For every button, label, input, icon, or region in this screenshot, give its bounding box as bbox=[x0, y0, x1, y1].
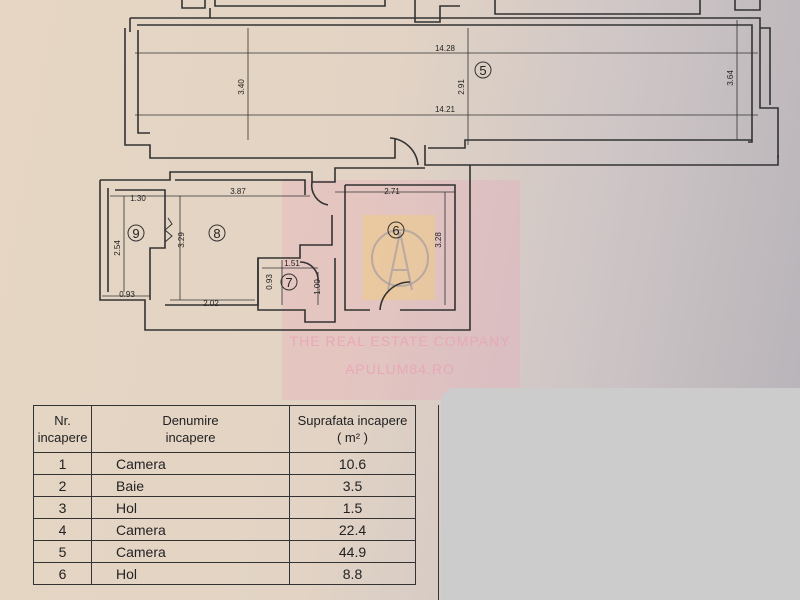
cell-area: 44.9 bbox=[289, 540, 416, 563]
cell-area: 1.5 bbox=[289, 496, 416, 519]
redaction-overlay bbox=[441, 388, 800, 600]
header-area-line1: Suprafata incapere bbox=[297, 413, 408, 428]
dim-label: 14.21 bbox=[435, 105, 456, 114]
floor-plan: THE REAL ESTATE COMPANY APULUM84.RO bbox=[99, 0, 779, 400]
dim-label: 1.00 bbox=[313, 279, 322, 295]
middle-outer-wall bbox=[99, 165, 471, 331]
radiator-symbol bbox=[164, 217, 173, 243]
room-markers: 5 6 7 8 9 bbox=[127, 61, 492, 291]
cell-name: Camera bbox=[91, 518, 290, 541]
dim-label: 1.30 bbox=[130, 194, 146, 203]
header-area: Suprafata incapere ( m² ) bbox=[289, 405, 416, 453]
header-area-line2: ( m² ) bbox=[336, 430, 369, 445]
room-legend-table: Nr. incapere Denumire incapere Suprafata… bbox=[33, 405, 416, 585]
top-wall-left bbox=[181, 0, 206, 9]
room-circle-8 bbox=[208, 224, 226, 242]
dimension-labels: 14.28 14.21 3.40 2.91 3.64 1.30 3.87 2.7… bbox=[113, 44, 735, 308]
cell-name: Camera bbox=[91, 540, 290, 563]
room-number-6: 6 bbox=[392, 223, 399, 238]
door-swing-6 bbox=[379, 281, 411, 311]
room-number-9: 9 bbox=[132, 226, 139, 241]
dim-label: 2.54 bbox=[113, 240, 122, 256]
dim-label: 3.40 bbox=[237, 79, 246, 95]
table-row: 2 Baie 3.5 bbox=[33, 474, 416, 497]
room6-walls bbox=[345, 184, 456, 311]
dim-label: 1.51 bbox=[284, 259, 300, 268]
room-circle-9 bbox=[127, 224, 145, 242]
dim-label: 2.71 bbox=[384, 187, 400, 196]
watermark-logo-a-icon bbox=[387, 231, 413, 291]
legend-header-row: Nr. incapere Denumire incapere Suprafata… bbox=[33, 405, 416, 453]
second-table-edge bbox=[438, 405, 445, 600]
header-nr-line1: Nr. bbox=[54, 413, 71, 428]
table-row: 1 Camera 10.6 bbox=[33, 452, 416, 475]
walls bbox=[99, 0, 779, 331]
room-circle-5 bbox=[474, 61, 492, 79]
door-swing-5 bbox=[389, 137, 419, 166]
dim-label: 3.28 bbox=[434, 232, 443, 248]
cell-name: Hol bbox=[91, 562, 290, 585]
cell-name: Baie bbox=[91, 474, 290, 497]
dim-label: 0.93 bbox=[265, 274, 274, 290]
dim-label: 3.29 bbox=[177, 232, 186, 248]
room5-inner-top bbox=[137, 24, 753, 143]
room-number-7: 7 bbox=[285, 275, 292, 290]
top-wall-right bbox=[494, 0, 701, 15]
watermark-company: THE REAL ESTATE COMPANY bbox=[290, 333, 511, 349]
cell-area: 22.4 bbox=[289, 518, 416, 541]
watermark: THE REAL ESTATE COMPANY APULUM84.RO bbox=[282, 180, 520, 400]
room-number-8: 8 bbox=[213, 226, 220, 241]
room6-left-wall bbox=[344, 185, 370, 311]
table-row: 3 Hol 1.5 bbox=[33, 496, 416, 519]
cell-name: Camera bbox=[91, 452, 290, 475]
header-nr: Nr. incapere bbox=[33, 405, 92, 453]
cell-nr: 1 bbox=[33, 452, 92, 475]
room-number-5: 5 bbox=[479, 63, 486, 78]
dim-label: 3.64 bbox=[726, 70, 735, 86]
dim-label: 3.87 bbox=[230, 187, 246, 196]
door-swing-8 bbox=[310, 181, 329, 206]
watermark-square bbox=[282, 180, 520, 400]
cell-area: 10.6 bbox=[289, 452, 416, 475]
top-wall-corner bbox=[734, 0, 761, 11]
watermark-site: APULUM84.RO bbox=[345, 361, 455, 377]
dimension-lines bbox=[102, 20, 758, 305]
room-circle-7 bbox=[280, 273, 298, 291]
middle-top-wall bbox=[100, 167, 425, 183]
cell-nr: 6 bbox=[33, 562, 92, 585]
table-row: 4 Camera 22.4 bbox=[33, 518, 416, 541]
header-nr-line2: incapere bbox=[37, 430, 88, 445]
header-name-line2: incapere bbox=[165, 430, 216, 445]
cell-name: Hol bbox=[91, 496, 290, 519]
room5-inner-left bbox=[137, 30, 150, 134]
room5-window bbox=[760, 27, 771, 105]
cell-nr: 5 bbox=[33, 540, 92, 563]
cell-nr: 3 bbox=[33, 496, 92, 519]
room-circle-6 bbox=[387, 221, 405, 239]
cell-nr: 4 bbox=[33, 518, 92, 541]
room9-walls bbox=[115, 189, 166, 300]
cell-area: 3.5 bbox=[289, 474, 416, 497]
room7-walls bbox=[257, 258, 336, 323]
dim-label: 2.02 bbox=[203, 299, 219, 308]
cell-area: 8.8 bbox=[289, 562, 416, 585]
table-row: 5 Camera 44.9 bbox=[33, 540, 416, 563]
dim-label: 14.28 bbox=[435, 44, 456, 53]
room5-inner-bottom bbox=[428, 139, 752, 149]
dim-label: 0.93 bbox=[119, 290, 135, 299]
room5-wall-bottom-right bbox=[424, 145, 779, 166]
header-name: Denumire incapere bbox=[91, 405, 290, 453]
top-wall-notch bbox=[414, 0, 460, 23]
dim-label: 2.91 bbox=[457, 79, 466, 95]
watermark-logo-icon bbox=[371, 229, 429, 287]
room8-inner-top bbox=[175, 179, 306, 195]
room5-wall-left-bottom bbox=[124, 28, 396, 159]
header-name-line1: Denumire bbox=[162, 413, 219, 428]
room5-wall-top-right bbox=[130, 17, 779, 158]
table-row: 6 Hol 8.8 bbox=[33, 562, 416, 585]
top-wall-mid bbox=[214, 0, 386, 7]
cell-nr: 2 bbox=[33, 474, 92, 497]
